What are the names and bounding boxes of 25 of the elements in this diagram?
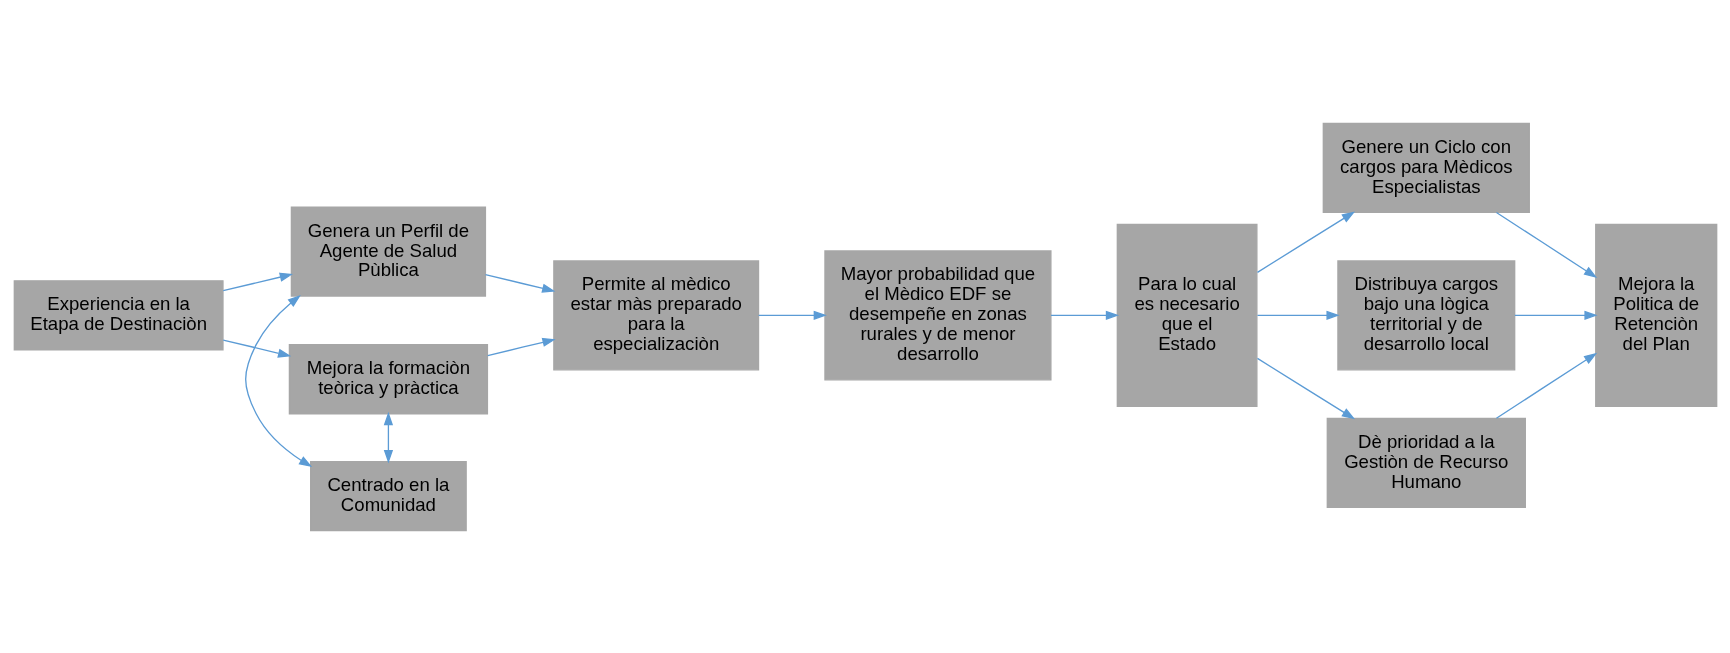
node-box: Genere un Ciclo con cargos para Mèdicos Especialistas: [1322, 122, 1530, 213]
arrow: [1256, 310, 1340, 320]
arrow: [1256, 210, 1355, 273]
node-box: Mejora la formaciòn teòrica y pràctica: [288, 343, 488, 414]
arrow: [757, 310, 827, 320]
node-box: Para lo cual es necesario que el Estado: [1116, 223, 1258, 407]
arrow: [244, 294, 312, 467]
node-box: Distribuya cargos bajo una lògica territorial y de desarrollo local: [1336, 259, 1515, 371]
arrow: [383, 411, 393, 463]
arrow: [486, 337, 556, 356]
node-box: Mayor probabilidad que el Mèdico EDF se desempeñe en zonas rurales y de menor desarrollo: [823, 249, 1052, 380]
arrow: [222, 338, 291, 358]
node-box: Permite al mèdico estar màs preparado para la especializaciòn: [552, 259, 759, 371]
node-box: Experiencia en la Etapa de Destinaciòn: [13, 279, 224, 351]
arrow: [1495, 352, 1597, 419]
node-box: Dè prioridad a la Gestiòn de Recurso Humano: [1326, 417, 1526, 508]
node-box: Mejora la Politica de Retenciòn del Plan: [1594, 223, 1717, 407]
arrow: [1256, 357, 1355, 419]
arrow: [222, 272, 293, 291]
arrow: [484, 273, 555, 293]
arrow: [1495, 211, 1597, 278]
node-box: Genera un Perfil de Agente de Salud Pùblica: [290, 205, 486, 297]
arrow: [1513, 310, 1598, 320]
arrow: [1049, 310, 1119, 320]
node-box: Centrado en la Comunidad: [309, 460, 467, 531]
